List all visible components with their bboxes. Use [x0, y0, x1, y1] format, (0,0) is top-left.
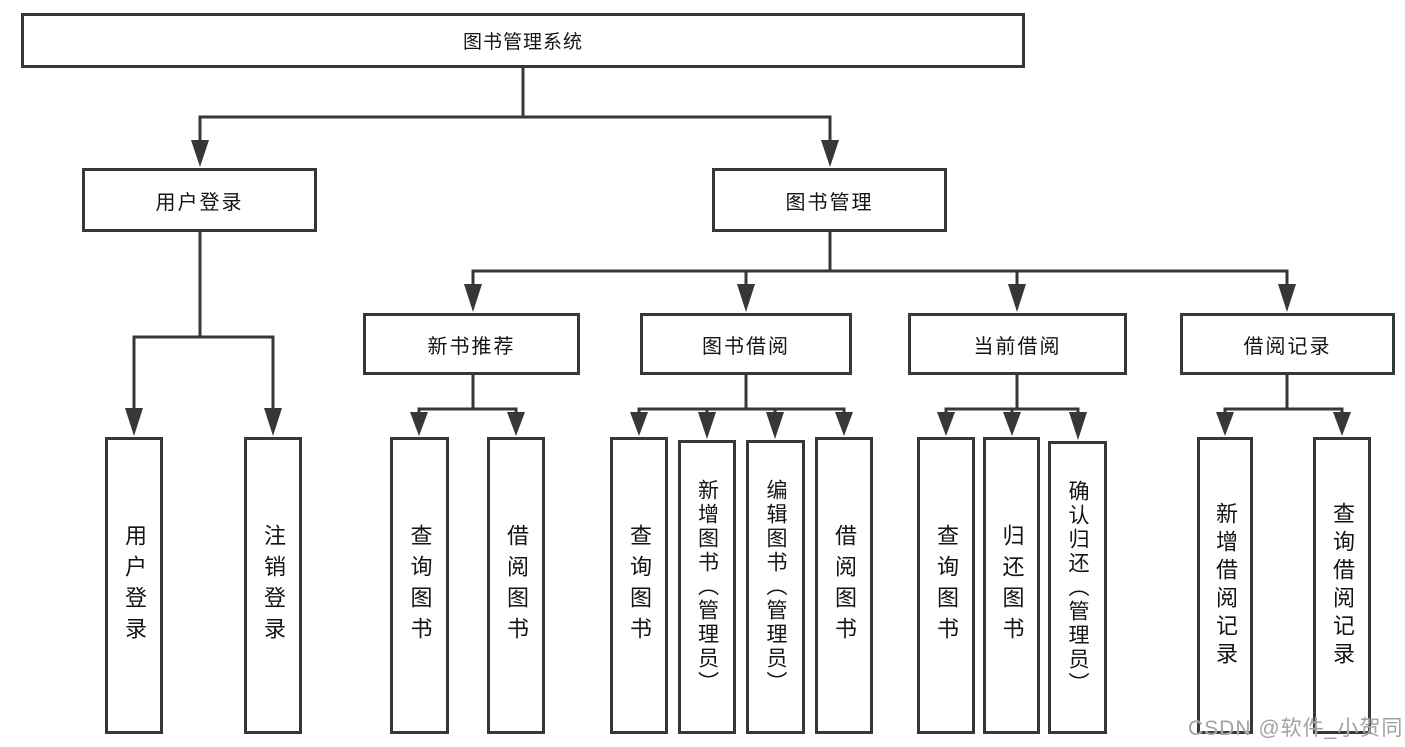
leaf-add-books-admin: 新增图书（管理员）: [678, 440, 736, 734]
leaf-edit-books-admin-label: 编辑图书（管理员）: [764, 479, 787, 695]
leaf-borrow-query-books: 查询图书: [610, 437, 668, 734]
leaf-add-borrow-record: 新增借阅记录: [1197, 437, 1253, 734]
csdn-watermark: CSDN @软件_小贺同学: [1188, 717, 1405, 740]
node-borrow-records-label: 借阅记录: [1243, 335, 1332, 358]
leaf-recommend-query-books: 查询图书: [390, 437, 449, 734]
leaf-borrow-borrow-books: 借阅图书: [815, 437, 873, 734]
leaf-add-books-admin-label: 新增图书（管理员）: [695, 479, 719, 695]
leaf-logout-label: 注销登录: [261, 523, 286, 648]
leaf-logout: 注销登录: [244, 437, 302, 734]
leaf-recommend-borrow-books: 借阅图书: [487, 437, 545, 734]
node-user-login-label: 用户登录: [155, 191, 244, 214]
node-current-borrow-label: 当前借阅: [973, 335, 1062, 358]
leaf-edit-books-admin: 编辑图书（管理员）: [746, 440, 805, 734]
leaf-current-query-books-label: 查询图书: [934, 523, 959, 648]
leaf-confirm-return-admin: 确认归还（管理员）: [1048, 441, 1107, 734]
node-book-mgmt: 图书管理: [712, 168, 947, 232]
leaf-query-borrow-record: 查询借阅记录: [1313, 437, 1371, 734]
leaf-borrow-query-books-label: 查询图书: [627, 523, 652, 648]
leaf-return-books-label: 归还图书: [999, 523, 1025, 648]
leaf-borrow-borrow-books-label: 借阅图书: [832, 523, 857, 648]
node-root-label: 图书管理系统: [462, 32, 583, 53]
leaf-query-borrow-record-label: 查询借阅记录: [1330, 501, 1355, 670]
node-borrow-records: 借阅记录: [1180, 313, 1395, 375]
leaf-recommend-borrow-books-label: 借阅图书: [504, 523, 529, 648]
leaf-return-books: 归还图书: [983, 437, 1040, 734]
node-book-borrow-label: 图书借阅: [702, 335, 790, 358]
leaf-user-login: 用户登录: [105, 437, 163, 734]
node-book-borrow: 图书借阅: [640, 313, 852, 375]
leaf-recommend-query-books-label: 查询图书: [407, 523, 433, 648]
leaf-current-query-books: 查询图书: [917, 437, 975, 734]
leaf-add-borrow-record-label: 新增借阅记录: [1213, 501, 1238, 670]
node-current-borrow: 当前借阅: [908, 313, 1127, 375]
leaf-confirm-return-admin-label: 确认归还（管理员）: [1066, 479, 1089, 696]
node-new-book-recommend-label: 新书推荐: [427, 335, 516, 358]
node-new-book-recommend: 新书推荐: [363, 313, 580, 375]
node-root-system: 图书管理系统: [21, 13, 1025, 68]
leaf-user-login-label: 用户登录: [122, 523, 147, 648]
node-book-mgmt-label: 图书管理: [785, 191, 874, 214]
node-user-login: 用户登录: [82, 168, 317, 232]
